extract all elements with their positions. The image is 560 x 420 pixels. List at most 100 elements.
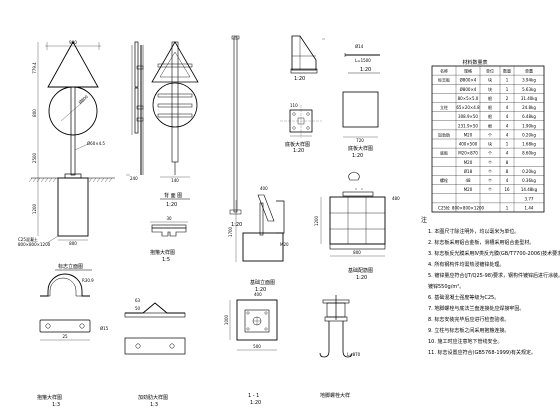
table-cell: 根 xyxy=(488,113,492,119)
table-cell: 个 xyxy=(488,178,492,183)
sign-elevation-view: 900 779.4 Ø800 800 Ø60×4.5 2500 1200 800… xyxy=(18,40,115,271)
view-title-section: 1 - 1 xyxy=(248,393,259,399)
dim-circle-dia: Ø800 xyxy=(77,94,89,105)
table-cell: 根 xyxy=(488,95,492,101)
svg-text:140: 140 xyxy=(171,178,179,183)
bracket-hook-view: 400 1700 M20 基础立面图 1:20 xyxy=(228,186,289,293)
table-cell: 5.63kg xyxy=(522,87,536,92)
view-title-hoop: 抱箍大样图 xyxy=(150,249,175,256)
plate-detail: 110 底板大样图 1:20 xyxy=(280,103,322,154)
plan-section-view: 400 1000 500 1 - 1 1:20 xyxy=(224,292,278,406)
table-cell: 块 xyxy=(488,86,492,92)
foundation-grid-view: 1200 480 800 基础配筋图 1:20 xyxy=(314,171,400,281)
table-cell: 80×5×5.0 xyxy=(458,96,479,101)
svg-text:1:20: 1:20 xyxy=(166,202,177,208)
table-cell: 231.9×50 xyxy=(458,123,478,128)
svg-text:25: 25 xyxy=(62,334,68,339)
svg-text:1:20: 1:20 xyxy=(250,400,261,406)
svg-text:1:20: 1:20 xyxy=(255,287,266,293)
svg-text:Ø14: Ø14 xyxy=(355,44,364,49)
table-cell: 8.60kg xyxy=(522,151,536,156)
angle-bracket-view: 1:20 xyxy=(290,35,325,82)
table-cell: 根 xyxy=(488,122,492,128)
table-cell: 块 xyxy=(488,77,492,83)
view-title-elevation: 标志立面图 xyxy=(58,263,83,270)
table-cell: 立柱 xyxy=(440,104,448,110)
table-cell: 1 xyxy=(506,78,509,83)
svg-text:110: 110 xyxy=(290,103,298,108)
note-line: 镀锌550g/m²。 xyxy=(428,283,464,290)
note-line: 2. 标志板采用铝合金板，滑槽采用铝合金型材。 xyxy=(428,239,534,246)
svg-text:1:20: 1:20 xyxy=(352,153,363,159)
foundation-note: C25混凝土 xyxy=(18,236,38,242)
dim-triangle-height: 779.4 xyxy=(32,62,37,74)
svg-text:50: 50 xyxy=(135,306,141,311)
square-plate-detail: 720 底板大样图 1:20 xyxy=(342,91,379,159)
svg-text:底板大样图: 底板大样图 xyxy=(348,145,373,152)
table-cell: Ø800×4 xyxy=(460,87,477,92)
svg-text:1700: 1700 xyxy=(228,226,233,237)
svg-text:1000: 1000 xyxy=(224,314,229,325)
note-line: 7. 地脚螺栓与底法兰盘连接处应焊接牢固。 xyxy=(428,305,524,312)
table-cell: 800×800×1200 xyxy=(452,205,485,210)
svg-text:地脚螺栓大样: 地脚螺栓大样 xyxy=(320,392,350,399)
table-cell: 8 xyxy=(506,169,509,174)
table-header-cell: 规格 xyxy=(464,68,472,74)
table-cell: 1 xyxy=(506,87,509,92)
svg-text:Ø15: Ø15 xyxy=(100,326,109,331)
table-cell: 6.48kg xyxy=(522,114,536,119)
note-line: 4. 所有钢构件均需热浸镀锌处理。 xyxy=(428,261,504,268)
svg-text:800: 800 xyxy=(69,241,77,246)
note-line: 11. 标志设置应符合(GB5768-1999)有关规定。 xyxy=(428,349,536,356)
table-cell: 0.20kg xyxy=(522,169,536,174)
svg-text:500: 500 xyxy=(253,344,261,349)
clamp-top xyxy=(157,63,193,68)
triangle-sign-plate xyxy=(47,41,99,88)
u-clamp-detail: R30.9 25 Ø15 抱箍大样图 1:3 xyxy=(37,273,109,408)
table-cell: 400×500 xyxy=(459,142,478,147)
table-cell: 308.9×50 xyxy=(458,114,478,119)
svg-text:基础配筋图: 基础配筋图 xyxy=(348,267,373,274)
note-line: 6. 基础混凝土强度等级为C25。 xyxy=(428,294,499,301)
svg-text:L=870: L=870 xyxy=(347,352,361,357)
svg-text:400: 400 xyxy=(254,292,262,297)
table-cell: 底板 xyxy=(440,150,448,156)
table-cell: C25砼 xyxy=(438,204,450,210)
note-line: 5. 镀锌量应符合(JT/Q25-98)要求，钢构件镀锌后进行涂装。 xyxy=(428,272,560,279)
table-cell: 4 xyxy=(506,123,509,128)
svg-text:30: 30 xyxy=(166,216,172,221)
notes-title: 注 xyxy=(421,216,427,224)
svg-text:1:20: 1:20 xyxy=(356,275,367,281)
svg-text:240: 240 xyxy=(130,176,138,181)
view-title-vclamp: 加劲肋大样图 xyxy=(138,394,168,401)
svg-text:2500: 2500 xyxy=(32,152,37,163)
side-view: 240 xyxy=(126,41,144,181)
table-cell: Ø18 xyxy=(464,169,473,174)
rear-elevation-view: 140 背 面 图 1:20 xyxy=(151,41,199,208)
table-header-cell: 数量 xyxy=(503,68,511,74)
table-cell: 3.77 xyxy=(525,196,534,201)
view-title-rear: 背 面 图 xyxy=(164,192,182,199)
v-clamp-detail: 63 50 加劲肋大样图 1:3 xyxy=(124,298,186,408)
note-line: 10. 施工时应注意地下管线安全。 xyxy=(428,338,503,345)
svg-text:L=1500: L=1500 xyxy=(355,58,371,63)
table-cell: Ø800×4 xyxy=(460,78,477,83)
circle-sign-plate xyxy=(48,86,98,136)
note-line: 1. 本图尺寸除注明外，均以毫米为单位。 xyxy=(428,228,519,235)
svg-text:480: 480 xyxy=(392,196,400,201)
svg-text:基础立面图: 基础立面图 xyxy=(250,279,275,286)
anchor-bolt-detail: Ø14 L=1500 1:20 xyxy=(344,44,380,74)
svg-text:1:20: 1:20 xyxy=(294,76,305,82)
table-cell: M20 xyxy=(464,187,473,192)
post-elevation: 1:20 xyxy=(229,35,242,228)
sign-post xyxy=(70,86,76,176)
table-cell: 48 xyxy=(465,178,471,183)
notes-block: 注 1. 本图尺寸除注明外，均以毫米为单位。 2. 标志板采用铝合金板，滑槽采用铝… xyxy=(421,216,560,356)
table-cell: 个 xyxy=(488,187,492,192)
table-cell: 0.36kg xyxy=(522,178,536,183)
table-cell: 螺栓 xyxy=(440,177,448,183)
table-cell: 标志板 xyxy=(438,77,450,83)
clamp-hoop-detail: 30 抱箍大样图 1:5 xyxy=(150,216,188,263)
